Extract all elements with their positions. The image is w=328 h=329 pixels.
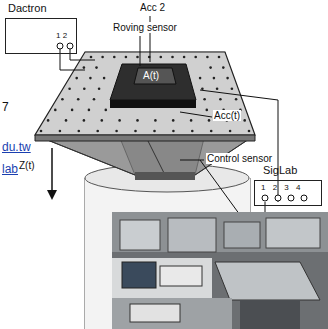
sensor-label: Control sensor: [206, 153, 273, 164]
siglab-box: SigLab1 2 3 4: [254, 180, 322, 206]
terminal-numbers: 1 2: [56, 31, 67, 40]
instrument-name: Dactron: [8, 2, 47, 14]
signal-name: Acc(t): [213, 110, 241, 121]
instrument-name: SigLab: [263, 164, 297, 176]
signal-name: A(t): [143, 70, 159, 81]
signal-name: Z(t): [18, 160, 36, 171]
sensor-label: Acc 2: [140, 2, 165, 13]
terminal-numbers: 1 2 3 4: [261, 183, 300, 192]
lab-photo: [112, 212, 328, 329]
dactron-box: Dactron1 2: [5, 18, 77, 54]
page-fragment: 7: [2, 100, 9, 114]
page-link-fragment: du.tw: [2, 140, 31, 154]
page-link-fragment: lab: [2, 162, 18, 176]
sensor-label: Roving sensor: [112, 22, 178, 33]
